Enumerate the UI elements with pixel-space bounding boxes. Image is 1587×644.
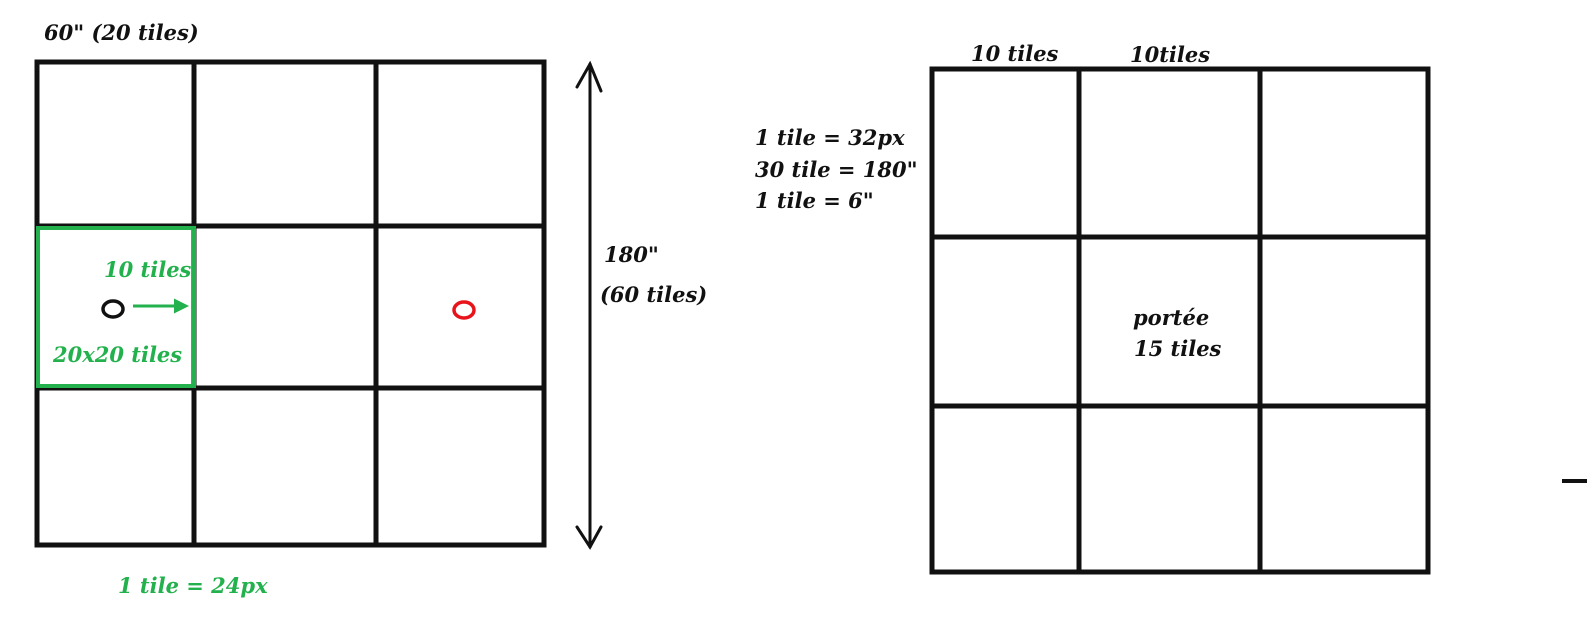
scale-note-3: 1 tile = 6" — [755, 188, 874, 213]
red-marker-circle — [452, 300, 476, 320]
center-label-line2: 15 tiles — [1134, 336, 1222, 361]
right-top-label-1: 10 tiles — [971, 41, 1059, 66]
black-marker-circle — [101, 299, 125, 319]
left-top-label: 60" (20 tiles) — [44, 20, 199, 45]
left-grid — [34, 59, 547, 548]
left-bottom-scale-label: 1 tile = 24px — [118, 573, 268, 598]
right-grid — [929, 66, 1431, 575]
right-grid-outline — [929, 66, 1431, 575]
green-cell-size-label: 20x20 tiles — [53, 342, 183, 367]
scale-note-2: 30 tile = 180" — [755, 157, 918, 182]
vertical-measure-label: 180" — [604, 242, 659, 267]
scale-note-1: 1 tile = 32px — [755, 125, 905, 150]
vertical-double-arrow — [575, 60, 603, 550]
green-highlight-cell — [36, 226, 196, 388]
right-top-label-2: 10tiles — [1130, 42, 1211, 67]
center-label-line1: portée — [1133, 305, 1210, 330]
green-arrow-label: 10 tiles — [104, 257, 192, 282]
vertical-tiles-label: (60 tiles) — [600, 282, 708, 307]
